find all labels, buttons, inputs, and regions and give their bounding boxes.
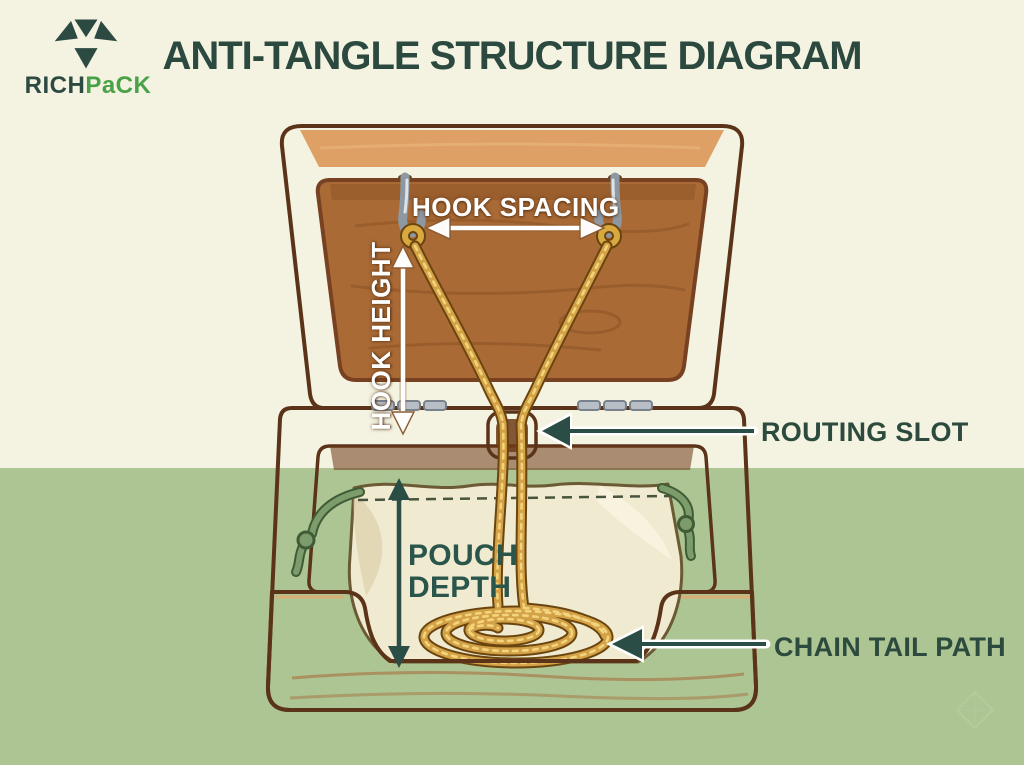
pouch-depth-line2: DEPTH: [408, 571, 512, 604]
chain-tail-arrow: [606, 625, 771, 663]
box-front-wall: [265, 590, 759, 712]
hook-spacing-label: HOOK SPACING: [412, 192, 620, 222]
box-lid: [279, 124, 745, 410]
brand-name-primary: RICH: [24, 72, 86, 99]
pouch-stitch-line: [357, 494, 671, 502]
pouch-depth-line1: POUCH: [408, 539, 518, 572]
drawstring-pouch: [291, 482, 696, 664]
gem-diamond-icon: [54, 19, 118, 69]
page-title: ANTI-TANGLE STRUCTURE DIAGRAM: [162, 34, 862, 78]
brand-wordmark: RICHPaCK: [8, 72, 168, 100]
hook-height-label: HOOK HEIGHT: [366, 241, 396, 431]
drawstring-left: [291, 487, 365, 577]
routing-slot-arrow: [536, 412, 759, 450]
pouch-depth-label: POUCH DEPTH: [408, 540, 518, 604]
chain-tail-path-label: CHAIN TAIL PATH: [774, 632, 1006, 662]
drawstring-right: [657, 483, 696, 561]
routing-slot-label: ROUTING SLOT: [761, 417, 969, 447]
pouch-depth-arrow: [388, 478, 410, 668]
wood-grain: [350, 218, 690, 352]
brand-name-secondary: PaCK: [85, 72, 152, 99]
hook-height-arrow: [390, 244, 416, 436]
watermark-diamond: [955, 690, 995, 730]
hinges: [371, 400, 653, 411]
hook-spacing-arrow: [424, 215, 606, 241]
